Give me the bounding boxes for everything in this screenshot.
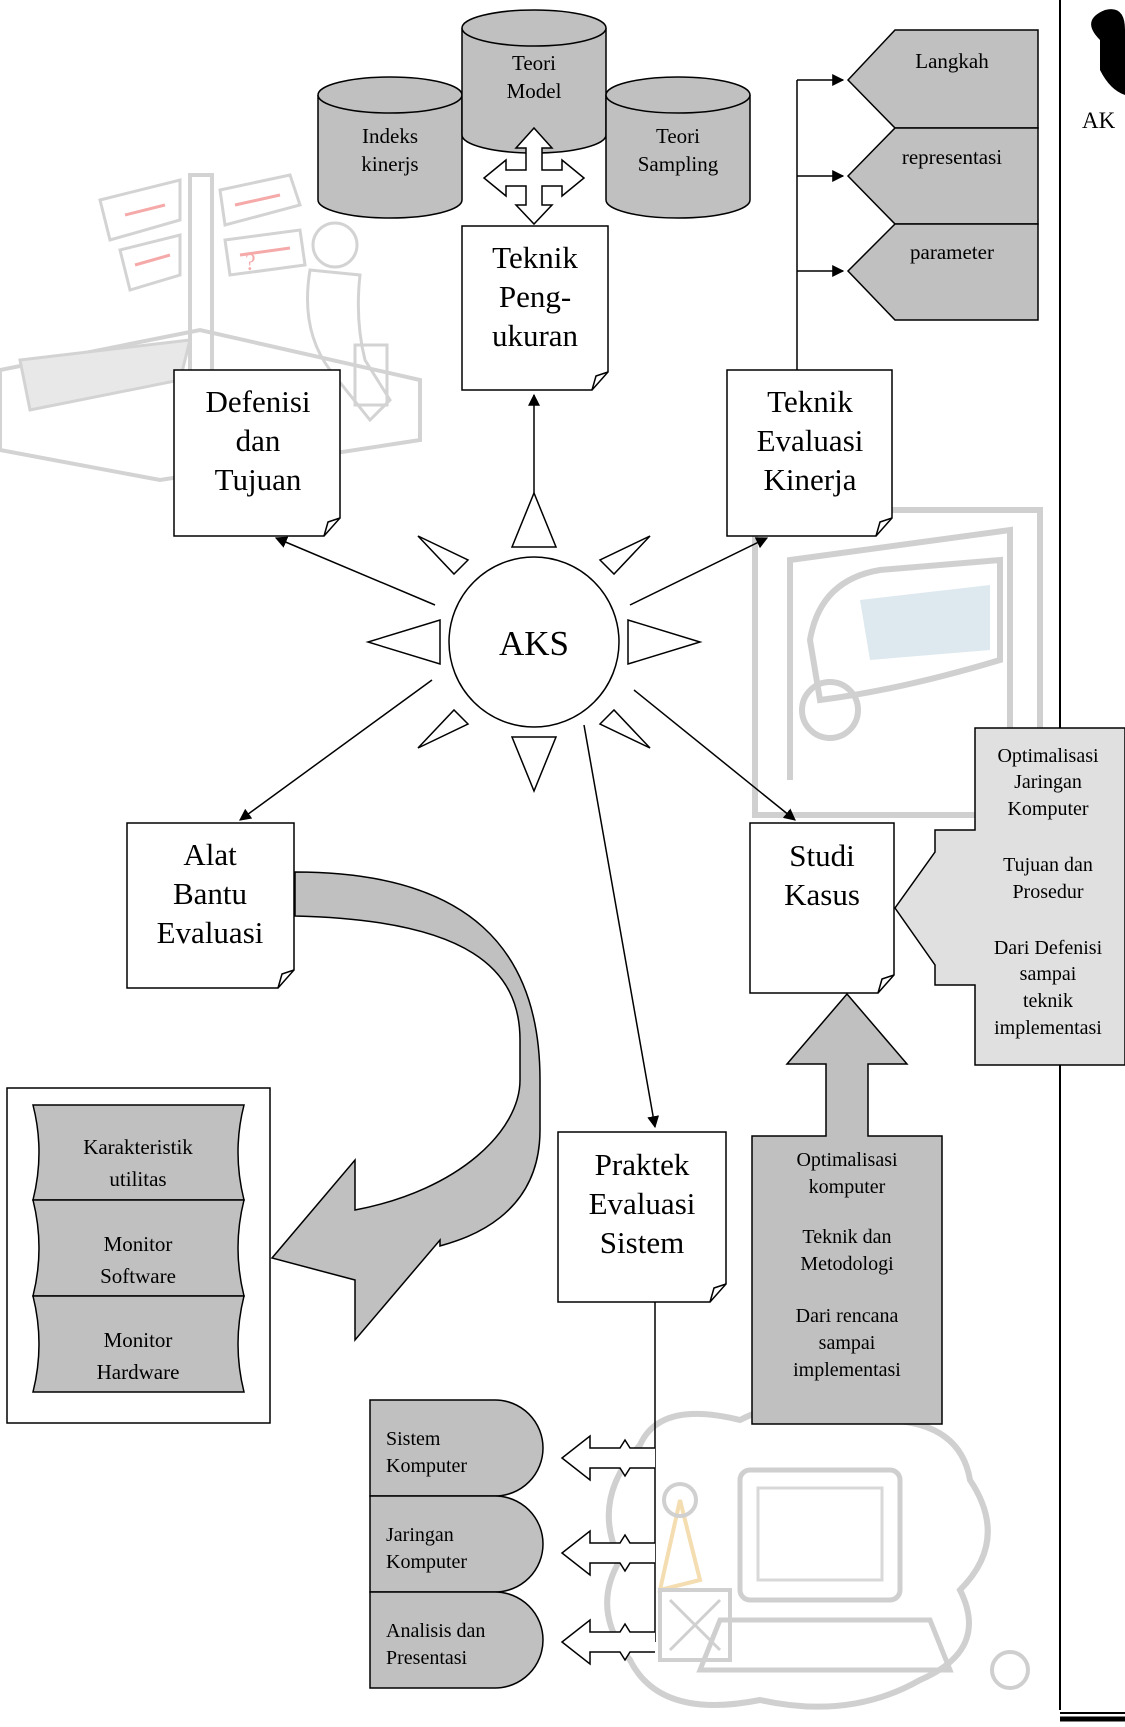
node-studi-line1: Studi	[789, 838, 855, 873]
node-evaluasi-line3: Kinerja	[764, 462, 857, 497]
curved-arrow	[270, 871, 541, 1343]
pentagon-parameter: parameter	[846, 223, 1039, 321]
pentagon-representasi: representasi	[846, 127, 1039, 225]
node-pengukuran-line3: ukuran	[492, 318, 579, 353]
aks-center: AKS	[365, 491, 703, 793]
node-alat-line3: Evaluasi	[157, 915, 264, 950]
rc-3-line2: sampai	[1020, 963, 1077, 985]
signpost-clipart: ?	[0, 173, 422, 483]
logo-mark	[1091, 9, 1125, 96]
tool-2-line1: Monitor	[104, 1232, 173, 1256]
bc-2-line2: Metodologi	[800, 1253, 894, 1275]
right-callout: Optimalisasi Jaringan Komputer Tujuan da…	[894, 727, 1125, 1066]
practice-items: Sistem Komputer Jaringan Komputer Analis…	[369, 1399, 544, 1689]
pentagon-langkah: Langkah	[846, 29, 1039, 129]
rc-3-line1: Dari Defenisi	[994, 937, 1103, 959]
rc-2-line1: Tujuan dan	[1003, 854, 1093, 876]
node-pengukuran-line2: Peng-	[499, 279, 571, 314]
rc-3-line4: implementasi	[994, 1017, 1102, 1039]
tools-box: Karakteristik utilitas Monitor Software …	[6, 1087, 271, 1424]
arrow-to-evaluasi	[629, 537, 769, 606]
arrow-to-alat	[239, 679, 433, 821]
bc-3-line3: implementasi	[793, 1359, 901, 1381]
cylinder-sampling-line2: Sampling	[638, 152, 719, 176]
node-pengukuran: Teknik Peng- ukuran	[461, 225, 609, 391]
rc-3-line3: teknik	[1023, 990, 1073, 1012]
node-alat-line2: Bantu	[173, 876, 247, 911]
cylinder-indeks-line2: kinerjs	[361, 152, 418, 176]
sun-ray-n	[510, 491, 558, 548]
aks-label: AKS	[499, 624, 569, 663]
node-studi-kasus: Studi Kasus	[749, 822, 895, 994]
tool-1-line2: utilitas	[109, 1167, 166, 1191]
svg-text:?: ?	[245, 250, 256, 276]
node-definisi: Defenisi dan Tujuan	[173, 369, 341, 537]
hollow-arrow-1-icon	[560, 1434, 655, 1482]
pi-2-line2: Komputer	[386, 1551, 467, 1573]
rc-1-line1: Optimalisasi	[997, 745, 1099, 767]
bc-3-line1: Dari rencana	[796, 1305, 899, 1327]
pi-3-line1: Analisis dan	[386, 1620, 485, 1642]
four-way-arrow-icon	[482, 126, 586, 226]
pi-3-line2: Presentasi	[386, 1647, 468, 1669]
node-alat-line1: Alat	[183, 837, 237, 872]
tool-3-line2: Hardware	[97, 1360, 180, 1384]
tool-1-line1: Karakteristik	[83, 1135, 193, 1159]
bc-3-line2: sampai	[819, 1332, 876, 1354]
sun-ray-nw	[417, 535, 470, 576]
node-praktek-line3: Sistem	[600, 1225, 684, 1260]
pi-1-line2: Komputer	[386, 1455, 467, 1477]
bc-1-line1: Optimalisasi	[796, 1149, 898, 1171]
sun-ray-s	[510, 736, 558, 793]
node-definisi-line3: Tujuan	[215, 462, 302, 497]
node-alat-bantu: Alat Bantu Evaluasi	[126, 822, 295, 989]
node-pengukuran-line1: Teknik	[492, 240, 578, 275]
rc-1-line2: Jaringan	[1014, 771, 1082, 793]
node-praktek-line1: Praktek	[595, 1147, 690, 1182]
right-panel-label: AK	[1082, 108, 1116, 133]
sun-ray-se	[598, 708, 651, 749]
rc-1-line3: Komputer	[1007, 798, 1088, 820]
cylinder-sampling: Teori Sampling	[605, 76, 751, 219]
pentagon-representasi-label: representasi	[902, 145, 1002, 169]
sun-ray-sw	[417, 708, 470, 749]
tool-3-line1: Monitor	[104, 1328, 173, 1352]
sun-ray-w	[365, 618, 441, 666]
arrow-to-studi	[633, 689, 796, 821]
arrow-to-praktek	[583, 724, 660, 1129]
bc-1-line2: komputer	[809, 1176, 886, 1198]
hollow-arrow-3-icon	[560, 1618, 655, 1666]
node-evaluasi-line1: Teknik	[767, 384, 853, 419]
pentagon-langkah-label: Langkah	[915, 49, 989, 73]
rc-2-line2: Prosedur	[1012, 881, 1083, 903]
node-evaluasi-kinerja: Teknik Evaluasi Kinerja	[726, 369, 893, 537]
pi-2-line1: Jaringan	[386, 1524, 454, 1546]
cylinder-sampling-line1: Teori	[656, 124, 700, 148]
node-studi-line2: Kasus	[784, 877, 860, 912]
car-clipart	[752, 507, 1043, 818]
bc-2-line1: Teknik dan	[802, 1226, 891, 1248]
pentagon-parameter-label: parameter	[910, 240, 994, 264]
sun-ray-ne	[598, 535, 651, 576]
node-evaluasi-line2: Evaluasi	[757, 423, 864, 458]
hollow-arrow-2-icon	[560, 1529, 655, 1577]
arrow-to-definisi	[274, 536, 436, 606]
bottom-callout: Optimalisasi komputer Teknik dan Metodol…	[751, 992, 943, 1425]
computer-clipart	[604, 1397, 1030, 1710]
tool-2-line2: Software	[100, 1264, 176, 1288]
pi-1-line1: Sistem	[386, 1428, 441, 1450]
cylinder-indeks-line1: Indeks	[362, 124, 418, 148]
cylinder-model-line2: Model	[507, 79, 562, 103]
node-definisi-line1: Defenisi	[205, 384, 310, 419]
sun-ray-e	[627, 618, 703, 666]
node-praktek: Praktek Evaluasi Sistem	[557, 1131, 727, 1303]
cylinder-model-line1: Teori	[512, 51, 556, 75]
cylinder-indeks: Indeks kinerjs	[317, 76, 463, 219]
node-definisi-line2: dan	[236, 423, 281, 458]
node-praktek-line2: Evaluasi	[589, 1186, 696, 1221]
